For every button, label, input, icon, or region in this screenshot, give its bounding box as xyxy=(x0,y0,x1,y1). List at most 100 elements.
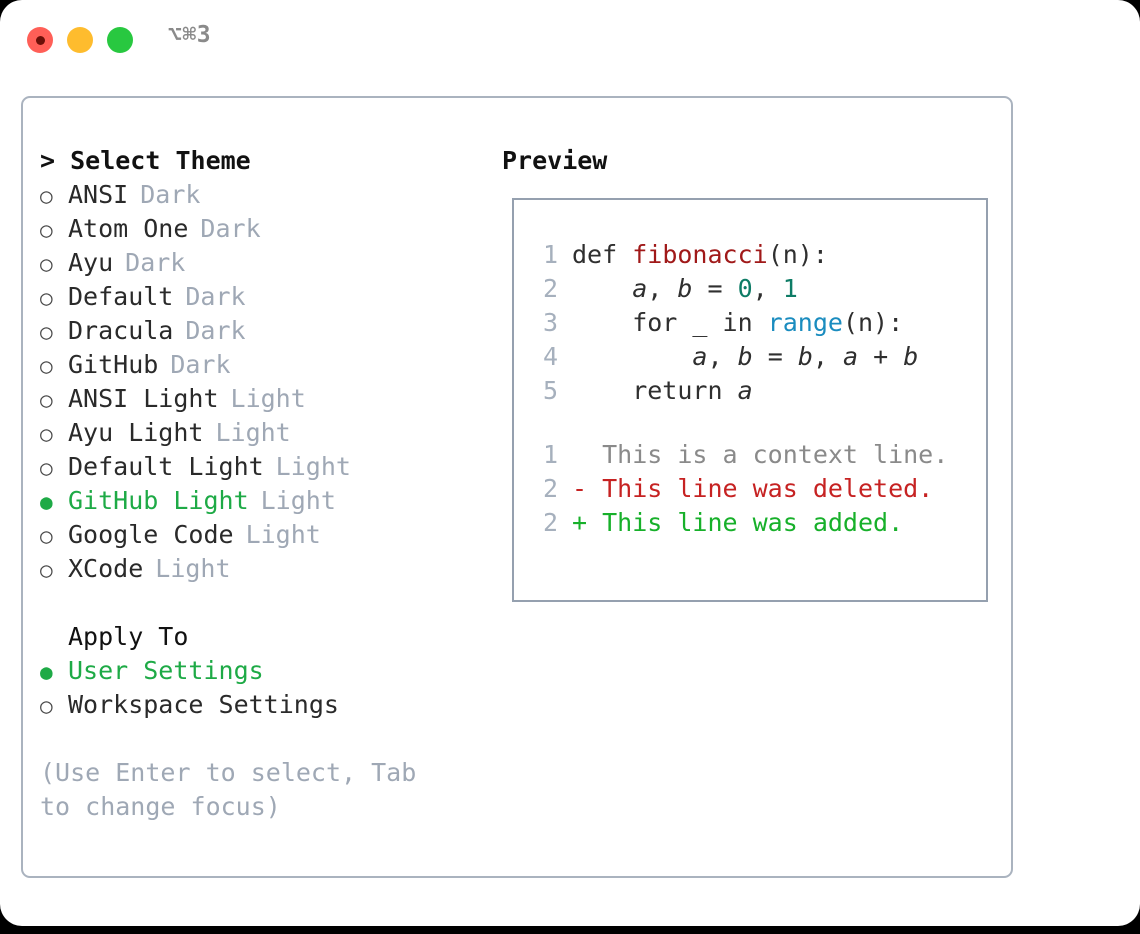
apply-to-list[interactable]: ● User Settings ○ Workspace Settings xyxy=(40,654,500,722)
diff-line-text: This is a context line. xyxy=(572,440,949,469)
maximize-button-icon[interactable] xyxy=(107,27,133,53)
diff-line: 1 This is a context line. xyxy=(514,438,986,472)
theme-label: Default xyxy=(68,282,174,311)
theme-variant-tag: Light xyxy=(215,418,291,447)
radio-selected-icon: ● xyxy=(40,660,53,684)
apply-to-option[interactable]: ○ Workspace Settings xyxy=(40,688,500,722)
title-bar: ⌥⌘3 xyxy=(0,0,1140,76)
token-kw: for _ in xyxy=(572,308,768,337)
theme-variant-tag: Light xyxy=(260,486,336,515)
theme-variant-tag: Dark xyxy=(200,214,261,243)
token-punct: , xyxy=(647,274,678,303)
radio-unselected-icon: ○ xyxy=(40,694,53,718)
token-kw: def xyxy=(572,240,633,269)
code-line-number: 2 xyxy=(542,274,558,303)
diff-line-number: 2 xyxy=(542,508,558,537)
select-theme-header: > Select Theme xyxy=(40,146,251,175)
apply-to-label: User Settings xyxy=(68,656,264,685)
token-var: b xyxy=(797,342,813,371)
theme-label: ANSI xyxy=(68,180,129,209)
token-punct: , xyxy=(812,342,843,371)
theme-variant-tag: Light xyxy=(155,554,231,583)
token-kw: return xyxy=(572,376,738,405)
theme-label: Atom One xyxy=(68,214,189,243)
token-punct: = xyxy=(692,274,738,303)
token-num: 0 xyxy=(737,274,753,303)
code-line-number: 4 xyxy=(542,342,558,371)
radio-unselected-icon: ○ xyxy=(40,456,53,480)
code-line-text: a, b = b, a + b xyxy=(558,340,918,374)
close-button-icon[interactable] xyxy=(27,27,53,53)
code-line: 5 return a xyxy=(514,374,986,408)
token-bi: range xyxy=(767,308,843,337)
code-line-number: 5 xyxy=(542,376,558,405)
apply-to-option[interactable]: ● User Settings xyxy=(40,654,500,688)
diff-line-number: 1 xyxy=(542,440,558,469)
theme-option[interactable]: ○ Default Dark xyxy=(40,280,500,314)
token-var: a xyxy=(842,342,859,371)
theme-option[interactable]: ○ Atom One Dark xyxy=(40,212,500,246)
theme-variant-tag: Dark xyxy=(185,282,246,311)
radio-unselected-icon: ○ xyxy=(40,422,53,446)
token-fn: fibonacci xyxy=(632,240,768,269)
minimize-button-icon[interactable] xyxy=(67,27,93,53)
section-spacer xyxy=(40,586,500,620)
code-line: 4 a, b = b, a + b xyxy=(514,340,986,374)
apply-to-label: Workspace Settings xyxy=(68,690,339,719)
radio-unselected-icon: ○ xyxy=(40,286,53,310)
token-punct: , xyxy=(752,274,783,303)
theme-variant-tag: Light xyxy=(230,384,306,413)
theme-variant-tag: Light xyxy=(275,452,351,481)
keyboard-shortcut-label: ⌥⌘3 xyxy=(168,22,212,48)
theme-option[interactable]: ○ Ayu Light Light xyxy=(40,416,500,450)
theme-option[interactable]: ○ Default Light Light xyxy=(40,450,500,484)
radio-unselected-icon: ○ xyxy=(40,320,53,344)
theme-label: XCode xyxy=(68,554,144,583)
radio-unselected-icon: ○ xyxy=(40,218,53,242)
diff-line: 2 + This line was added. xyxy=(514,506,986,540)
radio-selected-icon: ● xyxy=(40,490,53,514)
theme-label: Ayu Light xyxy=(68,418,204,447)
token-var: a xyxy=(632,274,648,303)
radio-unselected-icon: ○ xyxy=(40,524,53,548)
token-punct: + xyxy=(858,342,904,371)
radio-unselected-icon: ○ xyxy=(40,388,53,412)
keyboard-hint-text: (Use Enter to select, Tab to change focu… xyxy=(40,758,432,821)
code-line-text: return a xyxy=(558,374,753,408)
code-line-text: for _ in range(n): xyxy=(558,306,903,340)
theme-variant-tag: Dark xyxy=(125,248,186,277)
theme-label: Dracula xyxy=(68,316,174,345)
theme-option[interactable]: ○ Dracula Dark xyxy=(40,314,500,348)
code-line-number: 3 xyxy=(542,308,558,337)
radio-unselected-icon: ○ xyxy=(40,354,53,378)
code-line-number: 1 xyxy=(542,240,558,269)
code-diff-separator xyxy=(514,408,986,438)
radio-unselected-icon: ○ xyxy=(40,184,53,208)
code-line-text: def fibonacci(n): xyxy=(558,238,828,272)
theme-label: Default Light xyxy=(68,452,264,481)
token-var: a xyxy=(737,376,753,405)
preview-title: Preview xyxy=(502,146,608,175)
theme-variant-tag: Dark xyxy=(170,350,231,379)
diff-line-number: 2 xyxy=(542,474,558,503)
token-var: b xyxy=(677,274,693,303)
diff-line-text: + This line was added. xyxy=(572,508,904,537)
diff-lines: 1 This is a context line.2- This line wa… xyxy=(514,438,986,540)
token-var: a xyxy=(692,342,708,371)
theme-variant-tag: Dark xyxy=(185,316,246,345)
